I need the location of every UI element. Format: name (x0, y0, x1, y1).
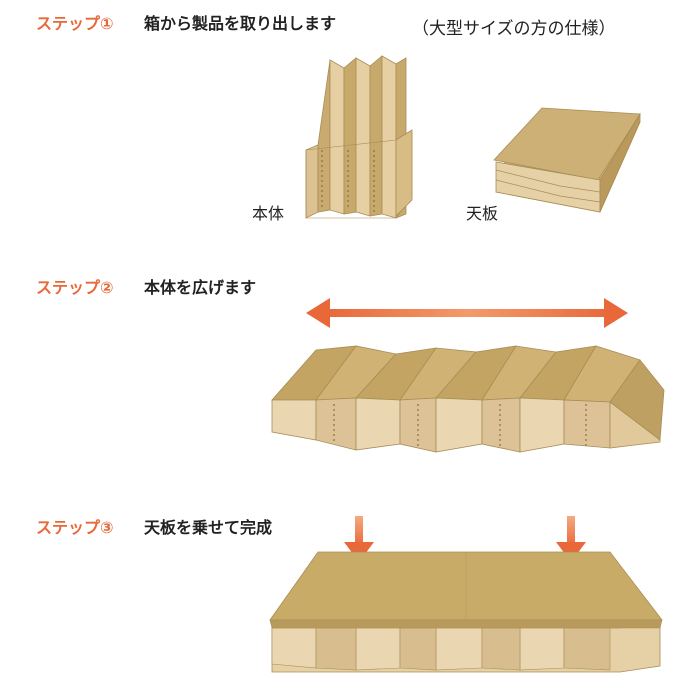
stacked-top-illustration (493, 107, 641, 213)
step-3-header: ステップ③ 天板を乗せて完成 (36, 514, 272, 538)
step-1-text: 箱から製品を取り出します (144, 14, 337, 33)
completed-table-illustration (269, 551, 663, 673)
step-2-label: ステップ② (36, 278, 114, 297)
top-caption: 天板 (466, 204, 499, 223)
step-3-text: 天板を乗せて完成 (144, 518, 273, 537)
step-3-label: ステップ③ (36, 518, 114, 537)
expanded-body-illustration (271, 345, 665, 453)
step-2-header: ステップ② 本体を広げます (36, 274, 256, 298)
step-2-text: 本体を広げます (144, 278, 257, 297)
step-1-label: ステップ① (36, 14, 114, 33)
folded-body-illustration (305, 55, 413, 219)
body-caption: 本体 (252, 204, 285, 223)
size-note: （大型サイズの方の仕様） (412, 19, 616, 39)
step-1-header: ステップ① 箱から製品を取り出します (36, 10, 336, 34)
expand-arrow-icon (306, 298, 628, 328)
